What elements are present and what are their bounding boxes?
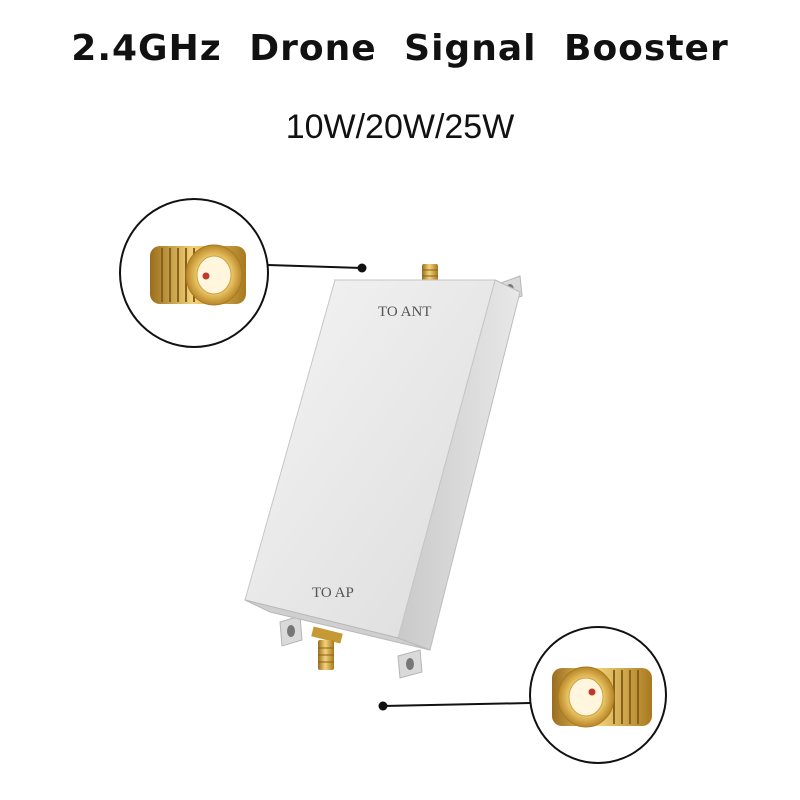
power-subtitle: 10W/20W/25W bbox=[285, 108, 515, 146]
to-ant-label: TO ANT bbox=[378, 304, 431, 320]
page-title: 2.4GHz Drone Signal Booster bbox=[71, 28, 729, 69]
callout-top bbox=[119, 198, 367, 348]
callout-bottom bbox=[378, 626, 667, 764]
mounting-ear-bottom-left bbox=[279, 615, 303, 647]
bottom-sma-connector bbox=[311, 626, 343, 670]
mounting-ear-bottom-right bbox=[397, 649, 423, 679]
booster-device bbox=[244, 279, 521, 651]
sma-connector-closeup-top-icon bbox=[150, 244, 246, 306]
to-ap-label: TO AP bbox=[312, 585, 354, 601]
sma-connector-closeup-bottom-icon bbox=[552, 666, 652, 728]
